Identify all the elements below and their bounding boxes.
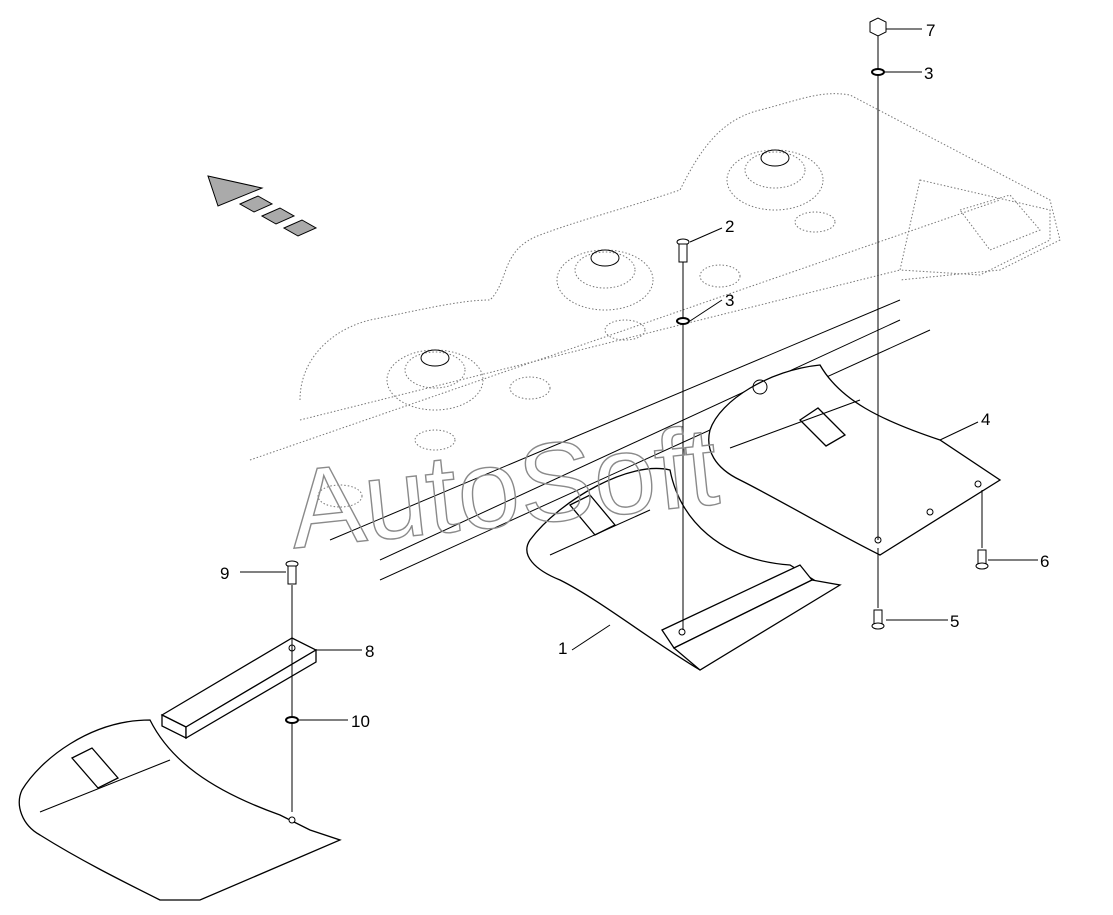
callout-8: 8 <box>365 642 374 661</box>
disc-hub-1 <box>317 349 551 508</box>
callout-10: 10 <box>351 712 370 731</box>
callout-5: 5 <box>950 612 959 631</box>
callout-4: 4 <box>981 410 990 429</box>
skid-plate-lower-left <box>18 719 342 901</box>
callout-3-top: 3 <box>924 64 933 83</box>
fastener-stack-left <box>285 560 299 812</box>
callout-1: 1 <box>558 639 567 658</box>
skid-plate-part-4 <box>708 364 1002 556</box>
direction-arrow-icon <box>207 175 318 237</box>
fastener-stack-middle <box>676 238 690 630</box>
callout-3-middle: 3 <box>725 291 734 310</box>
leader-lines <box>240 28 1038 721</box>
fastener-part-6 <box>975 490 989 570</box>
disc-hub-3 <box>726 149 836 233</box>
callout-7: 7 <box>926 21 935 40</box>
disc-hub-2 <box>556 249 741 341</box>
callout-9: 9 <box>220 564 229 583</box>
callout-2: 2 <box>725 217 734 236</box>
fastener-stack-right <box>869 17 887 630</box>
callout-6: 6 <box>1040 552 1049 571</box>
skid-plate-part-1 <box>526 467 842 671</box>
cutter-bar <box>249 93 1061 581</box>
